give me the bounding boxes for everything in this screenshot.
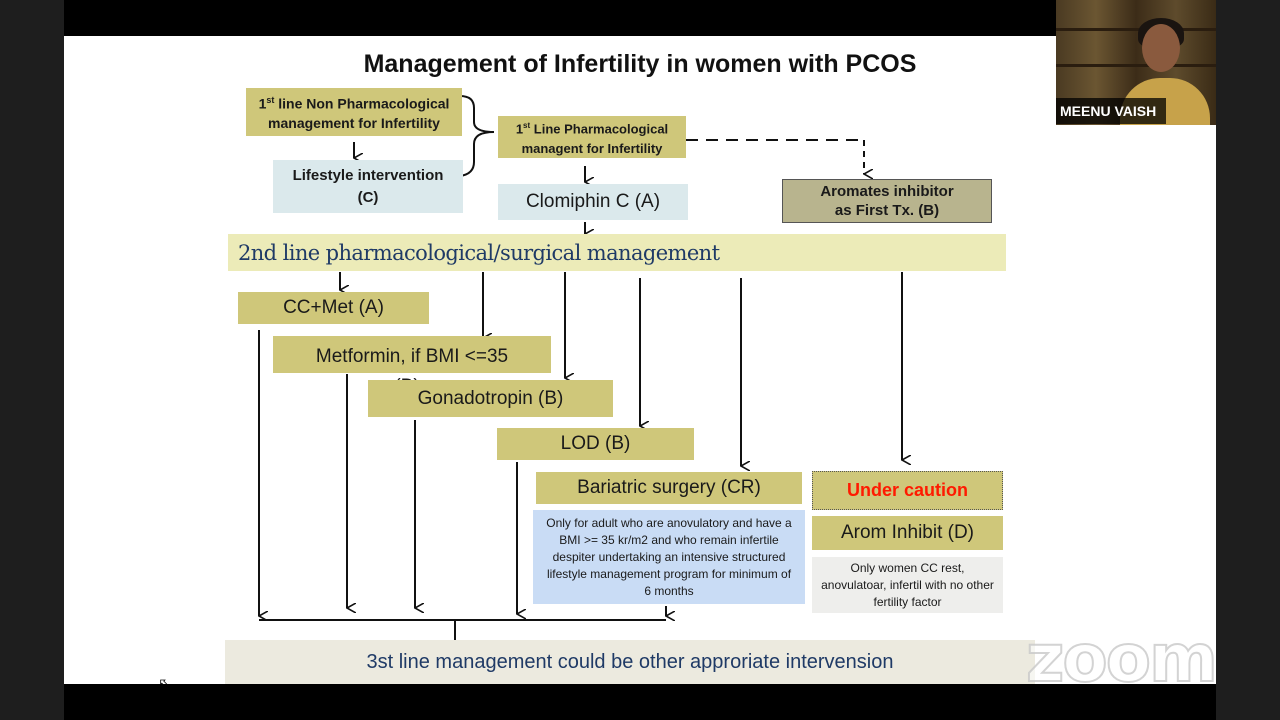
gonadotropin-box: Gonadotropin (B) [368,380,613,417]
arom-note: Only women CC rest, anovulatoar, inferti… [812,557,1003,613]
cc-met-box: CC+Met (A) [238,292,429,324]
ordinal-suffix: st [523,121,531,131]
bariatric-note: Only for adult who are anovulatory and h… [533,510,805,604]
clomiphin-box: Clomiphin C (A) [498,184,688,220]
ordinal-number: 1 [258,95,267,112]
slide-title: Management of Infertility in women with … [363,50,917,78]
participant-name-label: MEENU VAISH [1056,98,1166,124]
bookshelf-decor [1056,64,1216,67]
first-line-non-pharm-box: 1st line Non Pharmacological management … [246,88,462,136]
first-line-pharm-box: 1st Line Pharmacological managent for In… [498,116,686,158]
under-caution-box: Under caution [812,471,1003,510]
third-line-band: 3st line management could be other appro… [225,640,1035,684]
box-line-2: managent for Infertility [521,140,663,156]
bariatric-surgery-box: Bariatric surgery (CR) [536,472,802,504]
box-line-1: Aromates inhibitor [820,183,954,200]
right-margin [1216,0,1280,720]
box-line-1: Lifestyle intervention [292,166,444,184]
box-line-1: Metformin, if BMI <=35 [315,346,509,367]
presentation-slide: Management of Infertility in women with … [64,36,1216,684]
lifestyle-intervention-box: Lifestyle intervention (C) [273,160,463,213]
ordinal-number: 1 [515,121,524,137]
aromates-inhibitor-box: Aromates inhibitor as First Tx. (B) [782,179,992,223]
box-line-2: management for Infertility [268,114,440,131]
left-margin [0,0,64,720]
ordinal-suffix: st [266,95,275,106]
participant-face [1142,24,1180,72]
box-line-2: (C) [357,188,379,206]
arom-inhibit-box: Arom Inhibit (D) [812,516,1003,550]
mouse-cursor-icon: ⬁ [158,674,171,684]
box-line-2: as First Tx. (B) [834,202,940,219]
second-line-band: 2nd line pharmacological/surgical manage… [228,234,1006,271]
metformin-box: Metformin, if BMI <=35 (B) [273,336,551,397]
box-line-1: Line Pharmacological [533,121,669,137]
bookshelf-decor [1056,28,1216,31]
participant-video-tile[interactable]: MEENU VAISH [1056,0,1216,125]
flowchart-connectors [258,95,1216,684]
lod-box: LOD (B) [497,428,694,460]
zoom-watermark: zoom [1025,619,1219,698]
box-line-1: line Non Pharmacological [278,95,450,112]
